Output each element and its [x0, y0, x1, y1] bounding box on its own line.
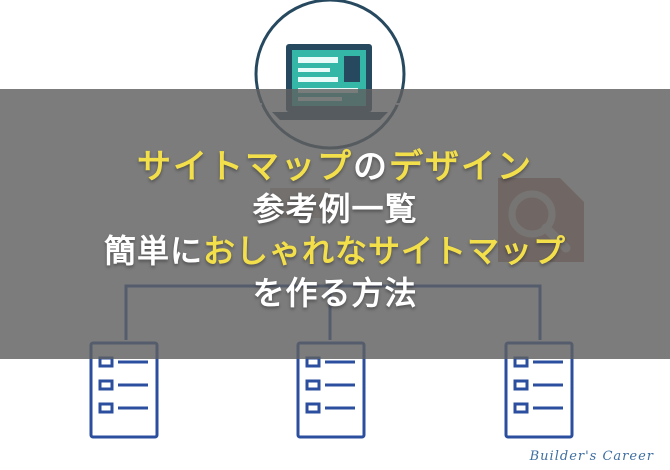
document-icon [89, 341, 159, 439]
brand-watermark: Builder's Career [529, 449, 654, 464]
title-line-2: 参考例一覧 [252, 190, 418, 228]
title-line-3: 簡単におしゃれなサイトマップ [0, 230, 670, 272]
headline: サイトマップのデザイン 参考例一覧 簡単におしゃれなサイトマップ を作る方法 [0, 146, 670, 314]
title-plain: 簡単に [103, 232, 203, 270]
title-highlight: デザイン [389, 147, 533, 187]
title-overlay [0, 89, 670, 359]
title-line-4: を作る方法 [252, 274, 418, 312]
title-highlight: おしゃれなサイトマップ [203, 232, 567, 270]
title-line-1: サイトマップのデザイン [0, 146, 670, 188]
document-icon [296, 341, 366, 439]
title-highlight: サイトマップ [137, 147, 353, 187]
title-connector: の [353, 147, 389, 187]
